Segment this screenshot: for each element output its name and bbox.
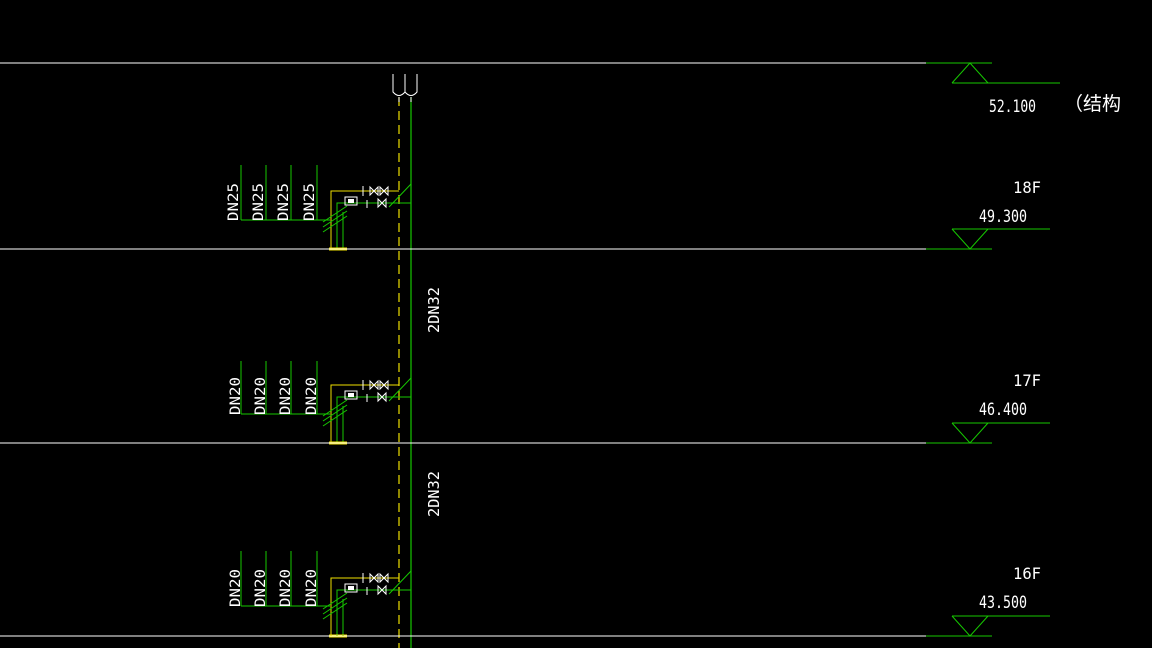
- water-meter-icon: [344, 583, 358, 593]
- branch-lines-17f[interactable]: [240, 361, 330, 415]
- gate-valve-icon-2: [379, 379, 389, 391]
- water-meter-inner-icon: [348, 199, 354, 203]
- riser-label-upper: 2DN32: [425, 287, 443, 333]
- gate-valve-icon-3: [377, 584, 387, 596]
- meter-assembly-16f[interactable]: [322, 570, 412, 638]
- branch-label-18f-1: DN25: [226, 183, 242, 221]
- roof-elevation-marker[interactable]: [951, 62, 1060, 84]
- floor-group-18f[interactable]: 18F 49.300 DN25 DN25 DN25 DN25: [0, 165, 1050, 251]
- gate-valve-icon-3: [377, 197, 387, 209]
- roof-elevation-text: 52.100: [989, 97, 1036, 117]
- pipe-stubs-18f: [329, 247, 347, 251]
- branch-lines-18f[interactable]: [240, 165, 330, 221]
- water-meter-inner-icon: [348, 586, 354, 590]
- branch-label-16f-2: DN20: [253, 569, 269, 607]
- meter-assembly-17f[interactable]: [322, 377, 412, 445]
- elevation-marker-16f[interactable]: [951, 615, 1050, 637]
- gate-valve-icon: [369, 379, 379, 391]
- elevation-marker-17f[interactable]: [951, 422, 1050, 444]
- gate-valve-icon-3: [377, 391, 387, 403]
- branch-label-16f-4: DN20: [304, 569, 320, 607]
- branch-label-18f-2: DN25: [251, 183, 267, 221]
- branch-lines-16f[interactable]: [240, 551, 330, 607]
- water-meter-icon: [344, 196, 358, 206]
- roof-note-text: （结构: [1064, 93, 1121, 115]
- branch-label-17f-4: DN20: [304, 377, 320, 415]
- water-meter-icon: [344, 390, 358, 400]
- gate-valve-icon-2: [379, 185, 389, 197]
- branch-label-17f-3: DN20: [278, 377, 294, 415]
- riser-label-lower: 2DN32: [425, 471, 443, 517]
- branch-label-17f-2: DN20: [253, 377, 269, 415]
- vent-cap-icon: [392, 74, 418, 102]
- pipe-stubs-17f: [329, 441, 347, 445]
- water-meter-inner-icon: [348, 393, 354, 397]
- floor-group-16f[interactable]: 16F 43.500 DN20 DN20 DN20 DN20: [0, 551, 1050, 638]
- floor-name-17f: 17F: [1013, 371, 1041, 390]
- floor-elevation-17f: 46.400: [979, 400, 1027, 420]
- branch-label-16f-3: DN20: [278, 569, 294, 607]
- branch-label-18f-3: DN25: [276, 183, 292, 221]
- branch-label-17f-1: DN20: [228, 377, 244, 415]
- meter-assembly-18f[interactable]: [322, 183, 412, 251]
- branch-label-16f-1: DN20: [228, 569, 244, 607]
- pipe-stubs-16f: [329, 634, 347, 638]
- branch-label-18f-4: DN25: [302, 183, 318, 221]
- hatch-16f: [322, 592, 348, 620]
- floor-elevation-16f: 43.500: [979, 593, 1027, 613]
- elevation-marker-18f[interactable]: [951, 228, 1050, 250]
- hatch-18f: [322, 205, 348, 233]
- gate-valve-icon: [369, 185, 379, 197]
- floor-name-16f: 16F: [1013, 564, 1041, 583]
- floor-elevation-18f: 49.300: [979, 207, 1027, 227]
- floor-name-18f: 18F: [1013, 178, 1041, 197]
- hatch-17f: [322, 399, 348, 427]
- floor-group-17f[interactable]: 17F 46.400 DN20 DN20 DN20 DN20: [0, 361, 1050, 445]
- gate-valve-icon-2: [379, 572, 389, 584]
- gate-valve-icon: [369, 572, 379, 584]
